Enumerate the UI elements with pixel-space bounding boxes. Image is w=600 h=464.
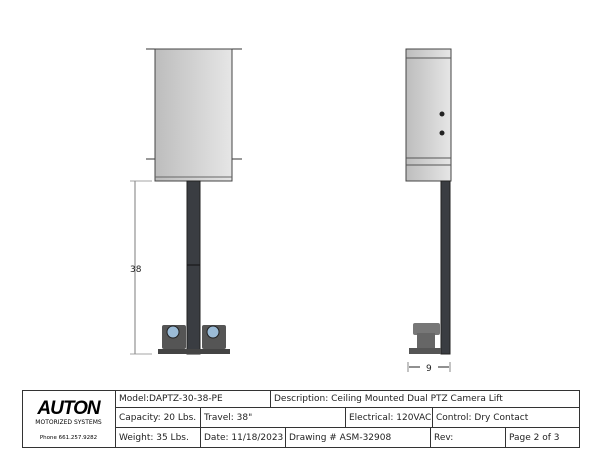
description-cell: Description: Ceiling Mounted Dual PTZ Ca… bbox=[270, 390, 580, 408]
logo-subtitle: MOTORIZED SYSTEMS bbox=[35, 419, 102, 426]
capacity-cell: Capacity: 20 Lbs. bbox=[115, 407, 201, 428]
travel-cell: Travel: 38" bbox=[200, 407, 346, 428]
revision-cell: Rev: bbox=[430, 427, 506, 448]
camera-right bbox=[202, 325, 226, 349]
control-cell: Control: Dry Contact bbox=[432, 407, 580, 428]
logo: AUTON MOTORIZED SYSTEMS Phone 661.257.92… bbox=[22, 390, 115, 447]
logo-brand: AUTON bbox=[37, 398, 100, 419]
camera-side bbox=[409, 323, 441, 354]
electrical-cell: Electrical: 120VAC 3AMP bbox=[345, 407, 433, 428]
weight-cell: Weight: 35 Lbs. bbox=[115, 427, 201, 448]
camera-left bbox=[162, 325, 186, 349]
depth-dimension: 9 bbox=[426, 364, 432, 374]
drawing-number-cell: Drawing # ASM-32908 bbox=[285, 427, 431, 448]
front-view: 38 bbox=[130, 48, 242, 355]
side-view: 9 bbox=[405, 48, 452, 374]
page-cell: Page 2 of 3 bbox=[505, 427, 580, 448]
height-dimension: 38 bbox=[130, 265, 142, 275]
date-cell: Date: 11/18/2023 bbox=[200, 427, 286, 448]
phone-number: Phone 661.257.9282 bbox=[39, 435, 98, 441]
model-cell: Model:DAPTZ-30-38-PE bbox=[115, 390, 271, 408]
